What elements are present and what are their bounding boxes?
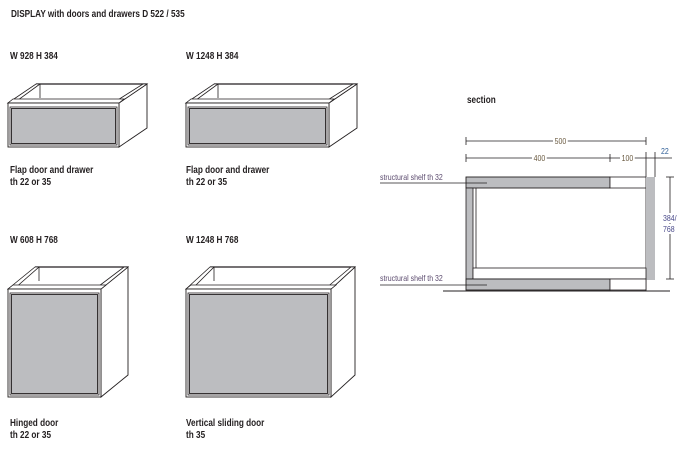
cabinet-1-type: Flap door and drawer [10,165,94,176]
cabinet-1-drawing [6,83,149,148]
cabinet-2-type: Flap door and drawer [186,165,270,176]
dim-height-1: 384/ [663,213,677,223]
dim-22: 22 [661,146,669,156]
door-panel [189,108,326,144]
bottom-shelf-rear [609,278,647,291]
cabinet-side [100,266,129,398]
cabinet-2-drawing [184,83,359,148]
cabinet-3-size: W 608 H 768 [10,235,58,246]
shelf-top-label: structural shelf th 32 [380,172,443,182]
dim-100: 100 [620,153,635,163]
cabinet-top-slab [6,284,108,290]
section-drawing [380,137,674,292]
cabinet-3-thickness: th 22 or 35 [10,430,52,441]
inner-bottom [472,267,647,280]
dim-500: 500 [553,136,568,146]
top-shelf-rear [609,176,647,189]
top-shelf [465,176,611,189]
door-panel [11,108,116,144]
door-panel [11,294,98,394]
cabinet-4-drawing [184,265,357,399]
cabinet-4-type: Vertical sliding door [186,418,265,429]
cabinet-top-slab [184,284,338,290]
cabinet-3-type: Hinged door [10,418,59,429]
page-title: DISPLAY with doors and drawers D 522 / 5… [11,9,185,20]
cabinet-1-size: W 928 H 384 [10,51,58,62]
shelf-bottom-label: structural shelf th 32 [380,273,443,283]
back-panel [646,177,655,280]
cabinet-top-slab [6,98,126,104]
cabinet-1-thickness: th 22 or 35 [10,177,52,188]
cabinet-top-slab [184,98,336,104]
door-panel [189,294,328,394]
bottom-shelf [465,278,611,291]
cabinet-2-size: W 1248 H 384 [186,51,239,62]
cabinet-4-thickness: th 35 [186,430,206,441]
cabinet-3-drawing [6,266,130,398]
dim-height-2: 768 [663,224,675,234]
left-side-panel [465,187,474,280]
dim-400: 400 [532,153,547,163]
section-title: section [467,95,496,106]
cabinet-4-size: W 1248 H 768 [186,235,239,246]
cabinet-2-thickness: th 22 or 35 [186,177,228,188]
